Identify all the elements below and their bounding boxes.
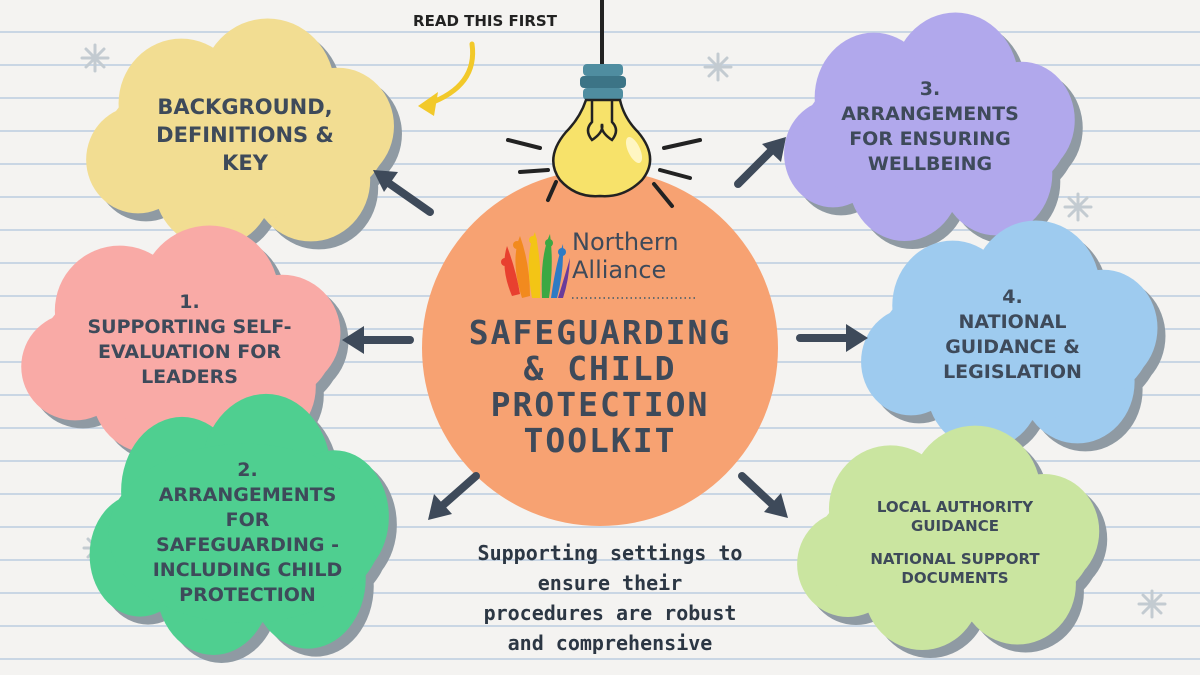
- arrow-to-section-4: [796, 324, 868, 352]
- cloud-line: ARRANGEMENTS: [158, 483, 337, 506]
- cloud-line: FOR: [225, 508, 270, 531]
- cloud-line: SAFEGUARDING -: [156, 533, 339, 556]
- cloud-line: SUPPORTING SELF-: [87, 316, 292, 338]
- cloud-line: LOCAL AUTHORITY: [876, 498, 1034, 516]
- cloud-line: LEGISLATION: [943, 361, 1082, 383]
- tagline-line: procedures are robust: [483, 601, 737, 625]
- title-line: SAFEGUARDING: [468, 313, 732, 352]
- local-authority-link[interactable]: LOCAL AUTHORITY GUIDANCE NATIONAL SUPPOR…: [845, 493, 1065, 593]
- tagline: Supporting settings to ensure their proc…: [420, 538, 800, 658]
- title-line: TOOLKIT: [523, 421, 677, 460]
- lightbulb-icon: [506, 0, 702, 208]
- tagline-line: and comprehensive: [507, 631, 713, 655]
- section-2-link[interactable]: 2. ARRANGEMENTS FOR SAFEGUARDING - INCLU…: [150, 455, 345, 610]
- cloud-line: GUIDANCE &: [945, 336, 1080, 358]
- curved-arrow-icon: [418, 41, 476, 116]
- cloud-line: 3.: [919, 78, 941, 100]
- cloud-line: FOR ENSURING: [849, 128, 1011, 150]
- arrow-to-section-2: [428, 472, 480, 520]
- sparkle-icon: [1137, 589, 1167, 619]
- section-4-link[interactable]: 4. NATIONAL GUIDANCE & LEGISLATION: [905, 280, 1120, 390]
- cloud-line: WELLBEING: [867, 153, 993, 175]
- cloud-line: KEY: [222, 151, 268, 175]
- brand-line: Northern: [572, 228, 679, 256]
- cloud-line: 1.: [179, 291, 200, 313]
- title-line: PROTECTION: [490, 385, 710, 424]
- sparkle-icon: [80, 43, 110, 73]
- brand-name: Northern Alliance: [572, 228, 732, 284]
- tagline-line: Supporting settings to: [477, 541, 743, 565]
- cloud-line: PROTECTION: [179, 583, 316, 606]
- cloud-line: GUIDANCE: [911, 517, 999, 535]
- cloud-line: DEFINITIONS &: [156, 123, 334, 147]
- cloud-line: EVALUATION FOR: [97, 341, 282, 363]
- cloud-line: LEADERS: [141, 366, 238, 388]
- arrow-to-local-authority: [738, 472, 788, 518]
- arrow-to-section-3: [734, 137, 786, 188]
- brand-line: Alliance: [572, 256, 667, 284]
- title-line: & CHILD: [523, 349, 677, 388]
- section-1-link[interactable]: 1. SUPPORTING SELF- EVALUATION FOR LEADE…: [72, 285, 307, 395]
- cloud-line: 2.: [237, 458, 258, 481]
- read-this-first-label: READ THIS FIRST: [413, 12, 557, 30]
- cloud-line: BACKGROUND,: [157, 95, 333, 119]
- section-3-link[interactable]: 3. ARRANGEMENTS FOR ENSURING WELLBEING: [820, 72, 1040, 182]
- cloud-line: DOCUMENTS: [901, 569, 1009, 587]
- arrow-to-background: [373, 170, 434, 216]
- tagline-line: ensure their: [537, 571, 683, 595]
- cloud-line: NATIONAL SUPPORT: [870, 550, 1040, 568]
- toolkit-title: SAFEGUARDING & CHILD PROTECTION TOOLKIT: [430, 315, 770, 459]
- arrow-to-section-1: [342, 326, 414, 354]
- background-definitions-link[interactable]: BACKGROUND, DEFINITIONS & KEY: [130, 80, 360, 190]
- alliance-logo-icon: [501, 232, 570, 298]
- cloud-line: INCLUDING CHILD: [152, 558, 343, 581]
- cloud-line: ARRANGEMENTS: [841, 103, 1019, 125]
- sparkle-icon: [1063, 192, 1093, 222]
- connector-arrows: [342, 137, 868, 520]
- cloud-line: 4.: [1002, 286, 1023, 308]
- cloud-line: NATIONAL: [958, 311, 1067, 333]
- sparkle-icon: [703, 52, 733, 82]
